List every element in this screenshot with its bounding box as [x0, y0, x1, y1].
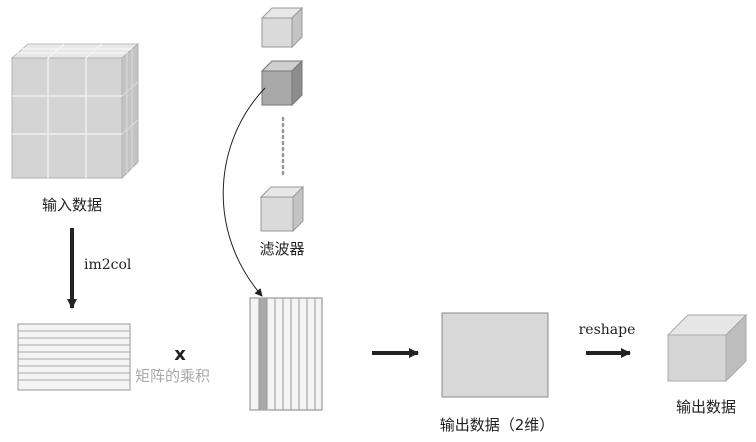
filter-matrix	[249, 297, 323, 411]
output-2d-label: 输出数据（2维）	[440, 416, 555, 434]
input-data-label: 输入数据	[42, 196, 102, 214]
filter-matrix-highlighted-column	[259, 298, 267, 410]
input-cube-side	[121, 42, 139, 180]
output-2d-matrix	[441, 312, 549, 398]
input-cube-grid	[12, 58, 122, 178]
im2col-label: im2col	[84, 257, 132, 273]
filter-cube-highlighted	[260, 59, 304, 107]
matrix-product-label: 矩阵的乘积	[135, 367, 210, 385]
multiply-sign: x	[174, 344, 186, 365]
output-data-label: 输出数据	[676, 398, 736, 416]
filter-cube-1	[260, 6, 304, 49]
output-data-cube	[666, 313, 748, 383]
filter-label: 滤波器	[259, 240, 304, 258]
input-matrix	[17, 323, 131, 391]
input-cube-front	[11, 57, 123, 179]
input-cube-top	[10, 43, 140, 59]
filter-to-column-arrow	[222, 87, 266, 297]
reshape-label: reshape	[579, 322, 636, 338]
filter-cube-last	[259, 185, 305, 233]
input-data-cube	[10, 42, 140, 180]
